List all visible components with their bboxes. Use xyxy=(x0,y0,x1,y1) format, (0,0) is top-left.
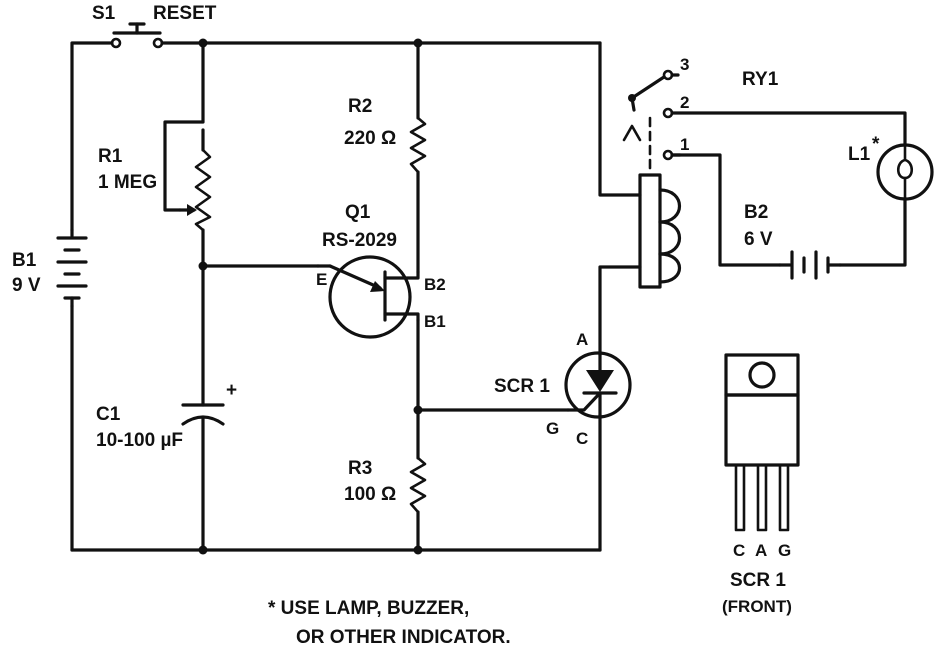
l1-lamp-symbol xyxy=(876,143,934,201)
s1-label: S1 xyxy=(92,3,116,24)
scr1-label: SCR 1 xyxy=(494,376,550,397)
ry1-relay-symbol xyxy=(622,69,682,289)
contact-1-label: 1 xyxy=(680,135,689,154)
scr1-cathode-label: C xyxy=(576,429,588,448)
c1-label: C1 xyxy=(96,404,121,425)
package-pin-c-label: C xyxy=(733,541,745,560)
b1-battery-symbol xyxy=(56,228,88,308)
ry1-label: RY1 xyxy=(742,69,779,90)
r3-label: R3 xyxy=(348,458,372,479)
b2-value: 6 V xyxy=(744,229,773,250)
contact-2-label: 2 xyxy=(680,93,689,112)
footnote-line-1: * USE LAMP, BUZZER, xyxy=(268,598,469,619)
r2-label: R2 xyxy=(348,96,372,117)
q1-b1-label: B1 xyxy=(424,312,446,331)
r3-resistor-symbol xyxy=(409,456,427,514)
q1-ujt-symbol xyxy=(316,255,420,339)
r3-value: 100 Ω xyxy=(344,484,396,505)
b1-label: B1 xyxy=(12,250,37,271)
b1-value: 9 V xyxy=(12,275,41,296)
reset-label: RESET xyxy=(153,3,217,24)
l1-asterisk: * xyxy=(872,134,880,155)
package-pin-g-label: G xyxy=(778,541,791,560)
package-name: SCR 1 xyxy=(730,570,786,591)
c1-value: 10-100 µF xyxy=(96,430,183,451)
wires xyxy=(70,41,907,552)
scr1-gate-label: G xyxy=(546,419,559,438)
r1-label: R1 xyxy=(98,146,123,167)
s1-reset-switch xyxy=(110,22,164,49)
junction-dots xyxy=(198,38,423,555)
scr1-anode-label: A xyxy=(576,330,588,349)
q1-label: Q1 xyxy=(345,202,371,223)
package-pin-a-label: A xyxy=(755,541,767,560)
c1-capacitor-symbol xyxy=(181,403,225,426)
b2-battery-symbol xyxy=(778,250,842,280)
scr1-package-front-view xyxy=(724,353,800,532)
package-view-label: (FRONT) xyxy=(722,597,792,616)
contact-3-label: 3 xyxy=(680,55,689,74)
q1-b2-label: B2 xyxy=(424,275,446,294)
r1-value: 1 MEG xyxy=(98,172,157,193)
r2-value: 220 Ω xyxy=(344,128,396,149)
b2-label: B2 xyxy=(744,202,768,223)
r2-resistor-symbol xyxy=(409,116,427,174)
scr1-symbol xyxy=(564,351,632,419)
q1-part-number: RS-2029 xyxy=(322,230,397,251)
q1-emitter-label: E xyxy=(316,270,327,289)
c1-plus-sign: + xyxy=(226,380,237,401)
footnote-line-2: OR OTHER INDICATOR. xyxy=(296,627,511,648)
r1-potentiometer-symbol xyxy=(178,148,212,232)
l1-label: L1 xyxy=(848,144,871,165)
